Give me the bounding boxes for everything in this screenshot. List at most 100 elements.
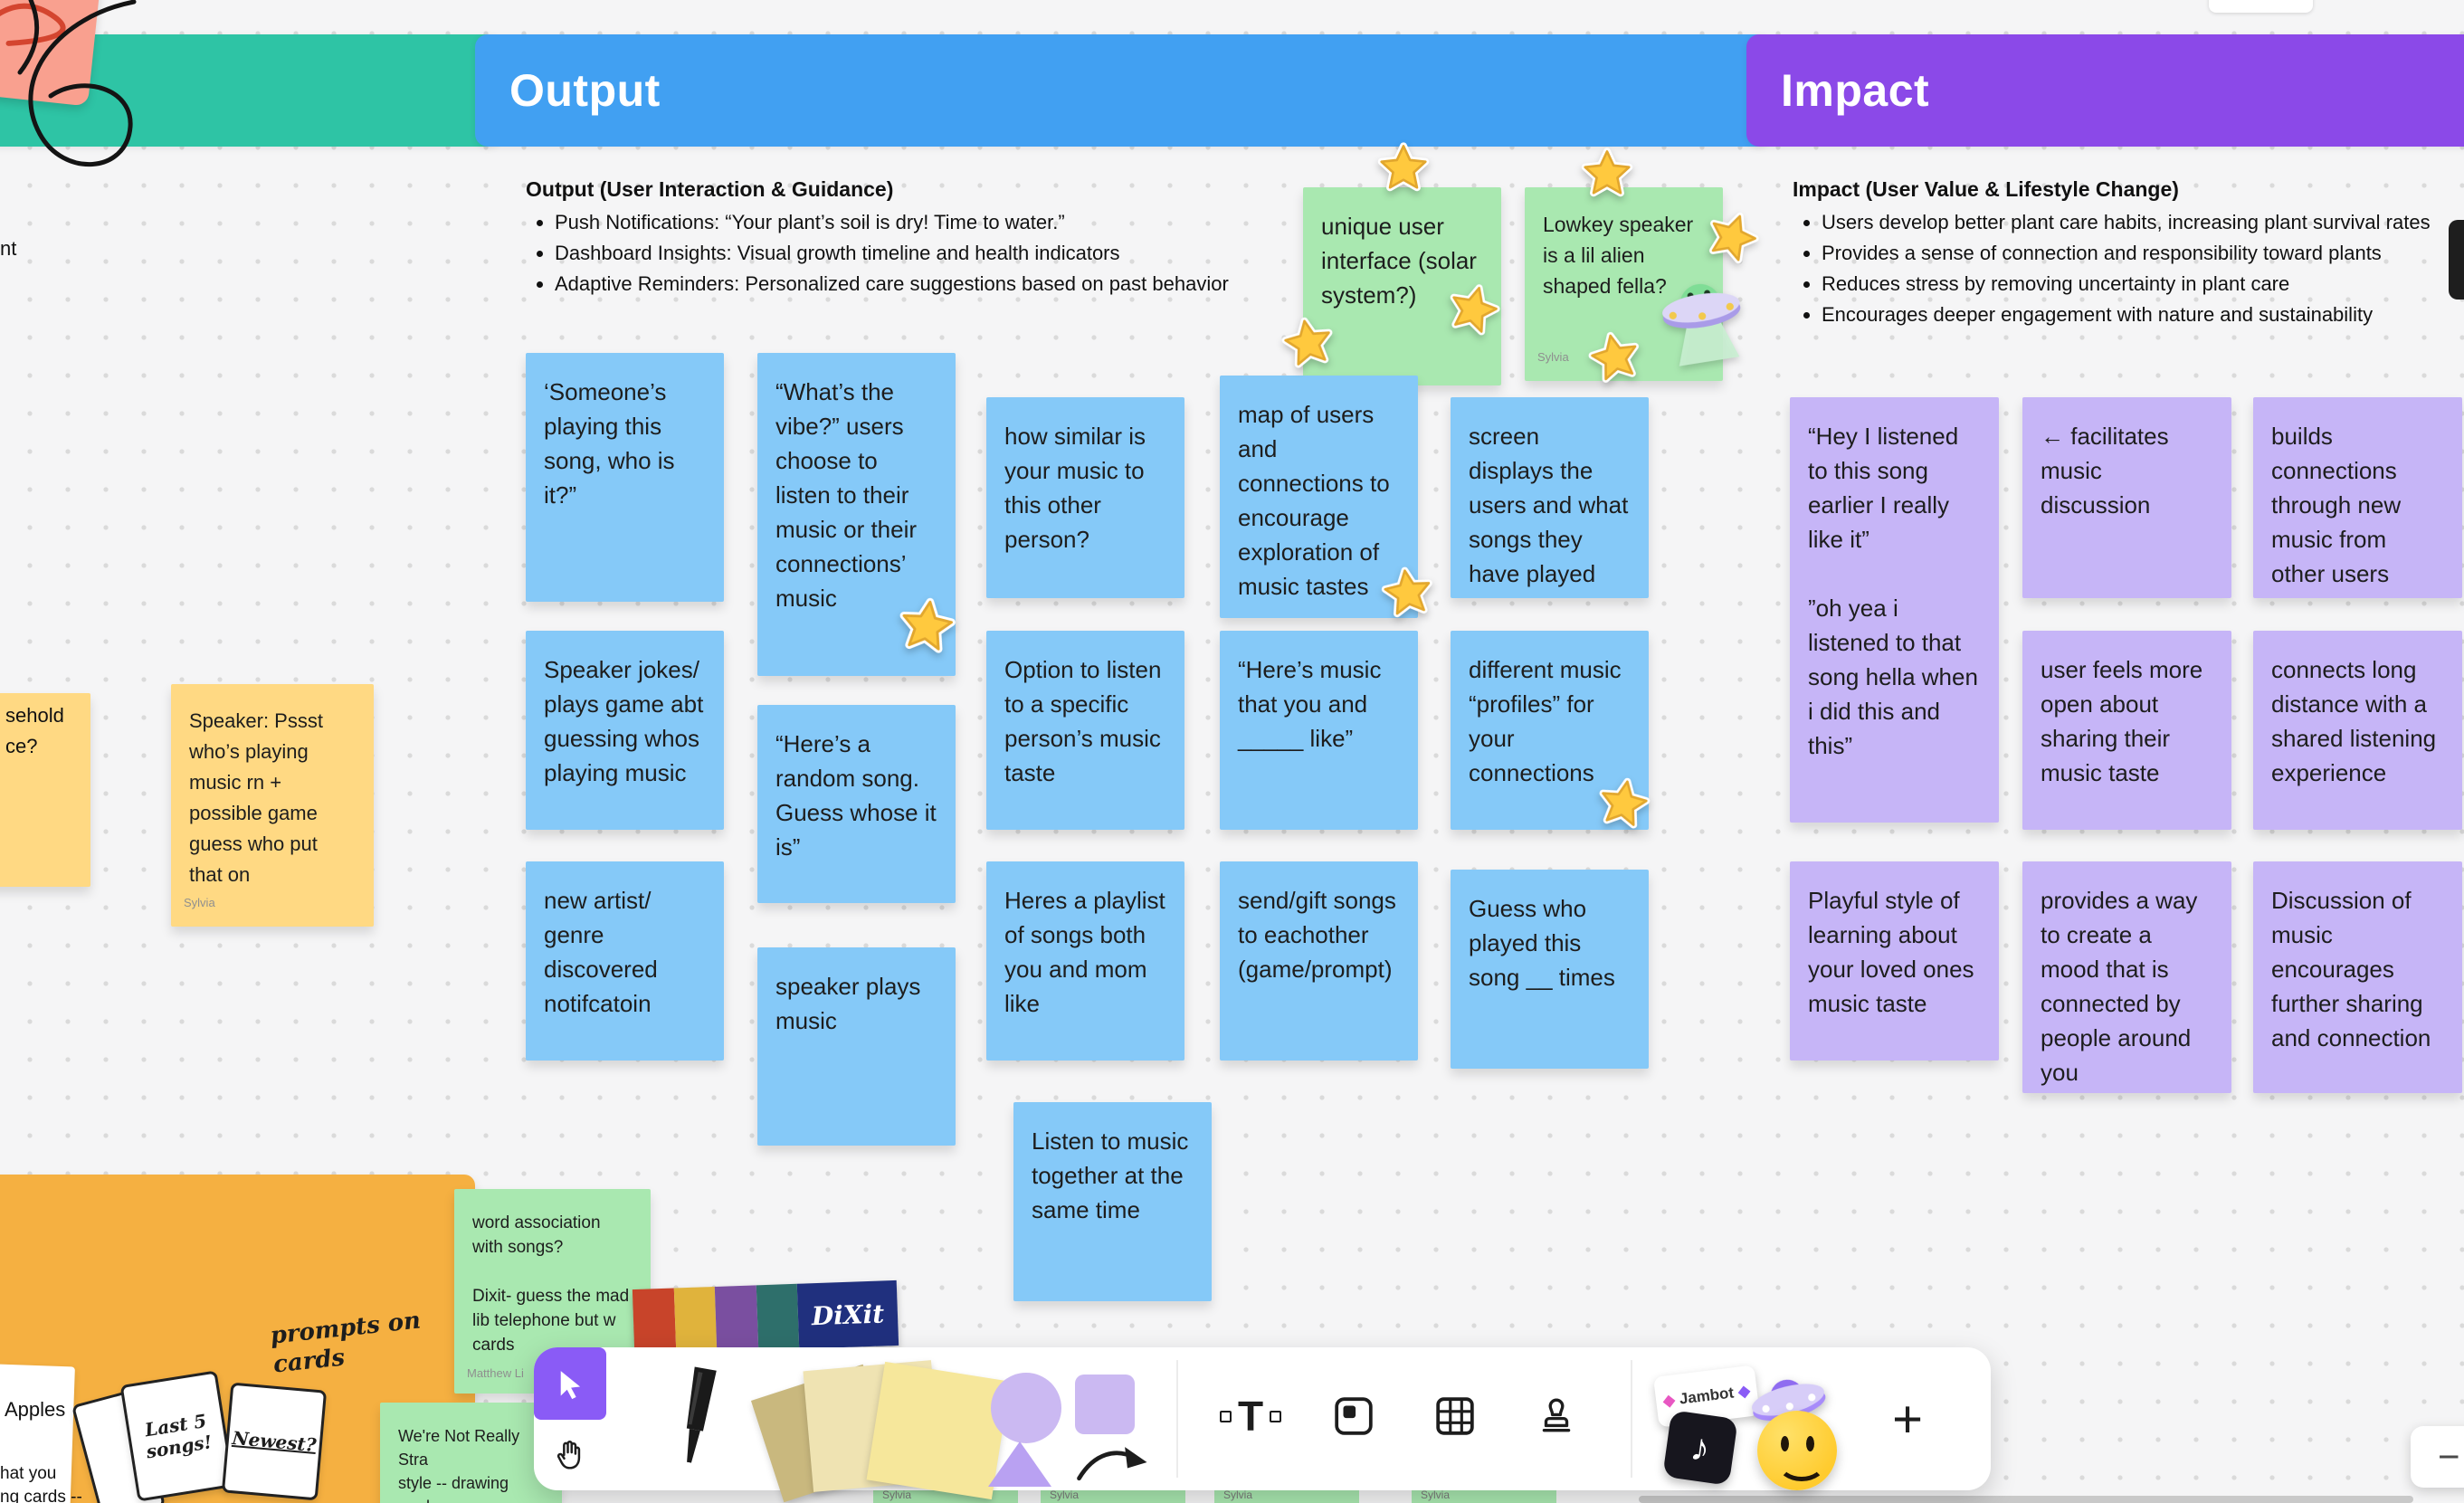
marker-tool-button[interactable] bbox=[661, 1360, 733, 1487]
sticky-note-blue[interactable]: screen displays the users and what songs… bbox=[1451, 397, 1649, 598]
star-sticker[interactable] bbox=[1581, 324, 1650, 393]
sticky-note-blue[interactable]: Option to listen to a specific person’s … bbox=[986, 631, 1184, 830]
select-tool-button[interactable] bbox=[534, 1347, 606, 1420]
stamp-tool-button[interactable] bbox=[1520, 1380, 1593, 1452]
connector-tool-arrow[interactable] bbox=[1070, 1434, 1156, 1493]
curved-arrow-icon bbox=[1077, 1447, 1147, 1481]
sticky-note-yellow-cutoff[interactable] bbox=[0, 693, 90, 887]
sticky-note-purple[interactable]: Discussion of music encourages further s… bbox=[2253, 861, 2462, 1093]
star-sticker[interactable] bbox=[1695, 201, 1769, 275]
note-text: Heres a playlist of songs both you and m… bbox=[1004, 887, 1165, 1017]
star-sticker[interactable] bbox=[1375, 561, 1441, 626]
section-tool-button[interactable] bbox=[1318, 1380, 1390, 1452]
sticky-note-blue[interactable]: ‘Someone’s playing this song, who is it?… bbox=[526, 353, 724, 602]
partial-ui-pill bbox=[2209, 0, 2313, 13]
sticky-note-tool-button[interactable] bbox=[750, 1355, 1011, 1503]
note-text: Discussion of music encourages further s… bbox=[2271, 887, 2431, 1051]
sticky-note-blue[interactable]: how similar is your music to this other … bbox=[986, 397, 1184, 598]
shape-tool-triangle[interactable] bbox=[988, 1441, 1051, 1487]
add-tool-button[interactable]: + bbox=[1871, 1384, 1944, 1456]
sticky-note-sliver[interactable]: Sylvia bbox=[1412, 1487, 1556, 1503]
impact-description-title: Impact (User Value & Lifestyle Change) bbox=[1793, 177, 2179, 201]
star-sticker[interactable] bbox=[1375, 140, 1432, 198]
toolbar-divider bbox=[1631, 1360, 1632, 1478]
note-text: Listen to music together at the same tim… bbox=[1032, 1127, 1189, 1223]
sticky-note-purple[interactable]: builds connections through new music fro… bbox=[2253, 397, 2462, 598]
sticky-note-sliver[interactable]: Sylvia bbox=[1214, 1487, 1359, 1503]
pink-sticky-note[interactable] bbox=[0, 0, 102, 107]
ufo-alien-sticker[interactable] bbox=[1638, 238, 1765, 380]
sticky-note-purple[interactable]: “Hey I listened to this song earlier I r… bbox=[1790, 397, 1999, 823]
shape-tool-circle[interactable] bbox=[991, 1373, 1061, 1443]
star-sticker[interactable] bbox=[1275, 310, 1342, 377]
sticky-note-blue[interactable]: send/gift songs to eachother (game/promp… bbox=[1220, 861, 1418, 1061]
plus-icon: + bbox=[1892, 1390, 1923, 1449]
sticky-note-blue[interactable]: Heres a playlist of songs both you and m… bbox=[986, 861, 1184, 1061]
sticky-note-green[interactable]: unique user interface (solar system?) bbox=[1303, 187, 1501, 385]
sticky-note-purple[interactable]: connects long distance with a shared lis… bbox=[2253, 631, 2462, 830]
music-note-sticker-button[interactable]: ♪ bbox=[1662, 1410, 1738, 1486]
star-sticker[interactable] bbox=[1578, 146, 1636, 204]
sticky-note-blue[interactable]: speaker plays music bbox=[757, 947, 956, 1146]
cutoff-text-fragment: ng cards -- bbox=[0, 1488, 82, 1503]
note-author: Sylvia bbox=[184, 896, 215, 909]
sticky-note-blue[interactable]: Speaker jokes/ plays game abt guessing w… bbox=[526, 631, 724, 830]
hand-icon bbox=[557, 1441, 581, 1470]
section-header-output[interactable]: Output bbox=[475, 34, 1771, 147]
note-text: speaker plays music bbox=[775, 973, 921, 1034]
cutoff-text-fragment: ce? bbox=[5, 735, 38, 757]
note-text: ‘Someone’s playing this song, who is it?… bbox=[544, 378, 675, 509]
smiley-sticker-button[interactable] bbox=[1757, 1411, 1837, 1490]
sticky-note-blue[interactable]: “Here’s a random song. Guess whose it is… bbox=[757, 705, 956, 903]
hand-drawn-card-newest[interactable]: Newest? bbox=[221, 1382, 328, 1501]
collapsed-panel-handle[interactable] bbox=[2449, 220, 2464, 300]
sticky-note-purple[interactable]: Playful style of learning about your lov… bbox=[1790, 861, 1999, 1061]
output-description-title: Output (User Interaction & Guidance) bbox=[526, 177, 894, 201]
cutoff-text-fragment: nt bbox=[0, 237, 17, 260]
star-sticker[interactable] bbox=[890, 591, 962, 662]
section-header-impact[interactable]: Impact bbox=[1746, 34, 2464, 147]
sticky-note-green[interactable]: We're Not Really Stra style -- drawing c… bbox=[380, 1403, 562, 1503]
marker-pen-icon bbox=[686, 1366, 717, 1463]
star-sticker[interactable] bbox=[1438, 275, 1508, 346]
toolbar-divider bbox=[1176, 1360, 1178, 1478]
sticky-note-sliver[interactable]: Sylvia bbox=[1041, 1487, 1185, 1503]
sticky-note-purple[interactable]: provides a way to create a mood that is … bbox=[2022, 861, 2231, 1093]
figjam-toolbar: T ◆ Jambot ◆ ♪ bbox=[534, 1347, 1991, 1503]
note-text: map of users and connections to encourag… bbox=[1238, 401, 1390, 600]
sticky-note-yellow[interactable]: Speaker: Pssst who’s playing music rn + … bbox=[171, 684, 374, 927]
sticky-note-blue[interactable]: Listen to music together at the same tim… bbox=[1013, 1102, 1212, 1301]
star-sticker[interactable] bbox=[1590, 771, 1657, 838]
bullet-item: Adaptive Reminders: Personalized care su… bbox=[555, 269, 1313, 300]
note-text: Speaker jokes/ plays game abt guessing w… bbox=[544, 656, 704, 786]
note-text: builds connections through new music fro… bbox=[2271, 423, 2402, 587]
sticky-note-blue[interactable]: Guess who played this song __ times bbox=[1451, 870, 1649, 1069]
horizontal-scrollbar[interactable] bbox=[1639, 1496, 2413, 1503]
text-tool-button[interactable]: T bbox=[1214, 1380, 1287, 1452]
section-title: Output bbox=[509, 65, 661, 116]
jambot-label: Jambot bbox=[1678, 1384, 1736, 1408]
section-title: Impact bbox=[1781, 65, 1930, 116]
sticky-note-blue[interactable]: “Here’s music that you and _____ like” bbox=[1220, 631, 1418, 830]
text-tool-icon: T bbox=[1219, 1392, 1282, 1441]
cutoff-text-fragment: sehold bbox=[5, 704, 64, 727]
hand-drawn-card-last5[interactable]: Last 5 songs! bbox=[119, 1370, 235, 1502]
shape-tool-square[interactable] bbox=[1075, 1375, 1135, 1434]
black-scribble-doodle[interactable] bbox=[0, 0, 208, 244]
hand-tool-button[interactable] bbox=[534, 1420, 606, 1490]
sticky-note-purple[interactable]: ← facilitates music discussion bbox=[2022, 397, 2231, 598]
note-text: “Hey I listened to this song earlier I r… bbox=[1808, 423, 1978, 759]
dixit-cards-image[interactable]: DiXit bbox=[632, 1279, 899, 1356]
table-tool-button[interactable] bbox=[1419, 1380, 1491, 1452]
sticky-note-blue[interactable]: new artist/ genre discovered notifcatoin bbox=[526, 861, 724, 1061]
note-text: “Here’s a random song. Guess whose it is… bbox=[775, 730, 937, 861]
impact-description[interactable]: Impact (User Value & Lifestyle Change) U… bbox=[1793, 177, 2464, 330]
zoom-out-button[interactable]: − bbox=[2438, 1435, 2460, 1478]
output-description[interactable]: Output (User Interaction & Guidance) Pus… bbox=[526, 177, 1313, 300]
sticky-note-purple[interactable]: user feels more open about sharing their… bbox=[2022, 631, 2231, 830]
note-text: user feels more open about sharing their… bbox=[2041, 656, 2203, 786]
music-note-icon: ♪ bbox=[1688, 1424, 1713, 1470]
note-text: “What’s the vibe?” users choose to liste… bbox=[775, 378, 918, 612]
sticky-note-blue[interactable]: map of users and connections to encourag… bbox=[1220, 376, 1418, 618]
